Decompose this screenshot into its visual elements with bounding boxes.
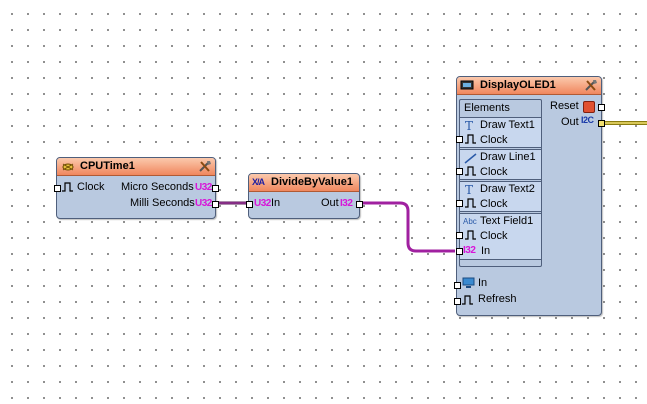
element-clock-label: Clock (480, 166, 508, 178)
divide-icon: X/A (252, 177, 265, 187)
element-draw-text1[interactable]: T Draw Text1 Clock (456, 117, 541, 148)
display-out-pin[interactable] (598, 120, 605, 127)
divide-out-label: Out (321, 197, 339, 209)
element-clock-label: Clock (480, 198, 508, 210)
cputime-title: CPUTime1 (80, 160, 135, 172)
text-tool-icon: T (465, 183, 474, 197)
display-reset-pin[interactable] (598, 104, 605, 111)
element-clock-pin[interactable] (456, 232, 463, 239)
line-tool-icon (464, 153, 477, 164)
element-name: Text Field1 (480, 215, 534, 227)
cpu-icon (62, 163, 74, 171)
clock-pulse-icon (465, 166, 476, 176)
clock-pulse-icon (462, 295, 473, 305)
element-draw-line1[interactable]: Draw Line1 Clock (456, 149, 541, 180)
element-in-type: I32 (463, 245, 476, 256)
element-clock-pin[interactable] (456, 200, 463, 207)
divide-in-pin[interactable] (246, 201, 253, 208)
element-text-field1[interactable]: Abc Text Field1 Clock I32 In (456, 213, 541, 260)
element-in-pin[interactable] (456, 248, 463, 255)
element-name: Draw Line1 (480, 151, 536, 163)
cputime-clock-label: Clock (77, 181, 105, 193)
divide-in-label: In (271, 197, 281, 209)
element-draw-text2[interactable]: T Draw Text2 Clock (456, 181, 541, 212)
cputime-micro-label: Micro Seconds (121, 181, 194, 193)
tools-icon[interactable] (198, 160, 212, 173)
cputime-component[interactable]: CPUTime1 Clock Micro Seconds U32 Milli S… (54, 157, 219, 219)
reset-icon (583, 101, 595, 113)
display-refresh-pin[interactable] (454, 298, 461, 305)
monitor-icon (462, 277, 475, 288)
cputime-milli-label: Milli Seconds (130, 197, 195, 209)
clock-pulse-icon (62, 182, 73, 192)
element-clock-label: Clock (480, 134, 508, 146)
cputime-micro-pin[interactable] (212, 185, 219, 192)
elements-panel[interactable]: Elements T Draw Text1 Clock Draw Line1 C… (456, 99, 542, 267)
element-clock-pin[interactable] (456, 136, 463, 143)
cputime-milli-type: U32 (195, 198, 212, 209)
display-oled-component[interactable]: DisplayOLED1 Reset Out I2C Elements T Dr… (454, 76, 605, 316)
cputime-title-bar[interactable] (57, 158, 215, 176)
display-reset-label: Reset (550, 100, 579, 112)
clock-pulse-icon (465, 198, 476, 208)
text-field-icon: Abc (463, 217, 477, 226)
element-name: Draw Text1 (480, 119, 535, 131)
cputime-micro-type: U32 (195, 182, 212, 193)
element-name: Draw Text2 (480, 183, 535, 195)
element-clock-label: Clock (480, 230, 508, 242)
text-tool-icon: T (465, 119, 474, 133)
display-in-label: In (478, 277, 488, 289)
cputime-milli-pin[interactable] (212, 201, 219, 208)
display-title-bar[interactable] (457, 77, 601, 95)
display-in-pin[interactable] (454, 282, 461, 289)
display-title: DisplayOLED1 (480, 79, 556, 91)
display-icon (460, 80, 474, 90)
wire-divide-to-textfield[interactable] (362, 201, 455, 253)
clock-pulse-icon (465, 230, 476, 240)
divide-in-type: U32 (254, 198, 271, 209)
display-out-label: Out (561, 116, 579, 128)
clock-pulse-icon (465, 134, 476, 144)
divide-component[interactable]: X/A DivideByValue1 U32 In Out I32 (246, 173, 363, 219)
divide-title: DivideByValue1 (271, 176, 353, 188)
divide-out-pin[interactable] (356, 201, 363, 208)
display-refresh-label: Refresh (478, 293, 517, 305)
element-clock-pin[interactable] (456, 168, 463, 175)
tools-icon[interactable] (584, 79, 598, 92)
display-out-type: I2C (581, 115, 594, 125)
cputime-clock-pin[interactable] (54, 185, 61, 192)
divide-title-bar[interactable] (249, 174, 359, 192)
divide-out-type: I32 (340, 198, 353, 209)
elements-header: Elements (464, 102, 510, 114)
element-in-label: In (481, 245, 491, 257)
